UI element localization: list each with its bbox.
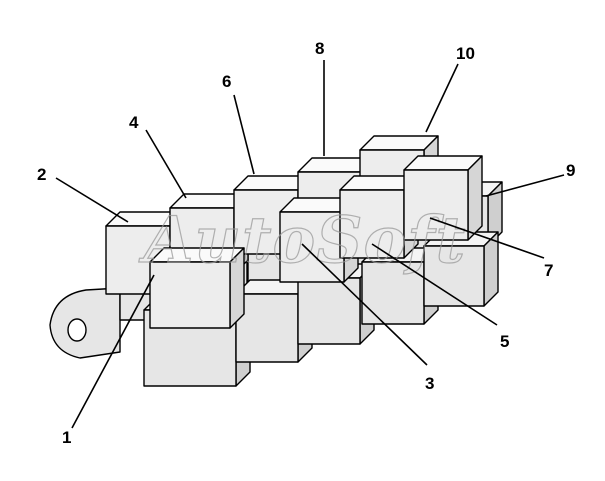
leader-line-2 (55, 177, 129, 223)
relay-front-1 (149, 247, 245, 329)
callout-number-7: 7 (544, 261, 553, 280)
callout-number-8: 8 (315, 39, 324, 58)
leader-line-3 (301, 243, 428, 366)
callout-number-2: 2 (37, 165, 46, 184)
callouts: 1 2 3 4 5 6 7 8 9 10 (37, 39, 575, 447)
callout-number-5: 5 (500, 332, 509, 351)
mounting-bracket (49, 287, 121, 359)
callout-number-4: 4 (129, 113, 139, 132)
watermark-text: AutoSoft (139, 203, 466, 278)
leader-line-9 (485, 174, 565, 197)
screw-hole (67, 318, 87, 342)
leader-line-4 (145, 129, 187, 199)
leader-line-6 (233, 94, 255, 175)
leader-line-10 (425, 63, 459, 133)
callout-number-6: 6 (222, 72, 231, 91)
callout-number-9: 9 (566, 161, 575, 180)
relay-front-7 (403, 155, 483, 241)
leader-line-7 (429, 217, 545, 259)
callout-number-3: 3 (425, 374, 434, 393)
leader-line-1 (71, 274, 155, 429)
relay-blocks (105, 135, 503, 387)
leader-line-5 (371, 243, 498, 326)
callout-number-10: 10 (456, 44, 475, 63)
callout-number-1: 1 (62, 428, 71, 447)
